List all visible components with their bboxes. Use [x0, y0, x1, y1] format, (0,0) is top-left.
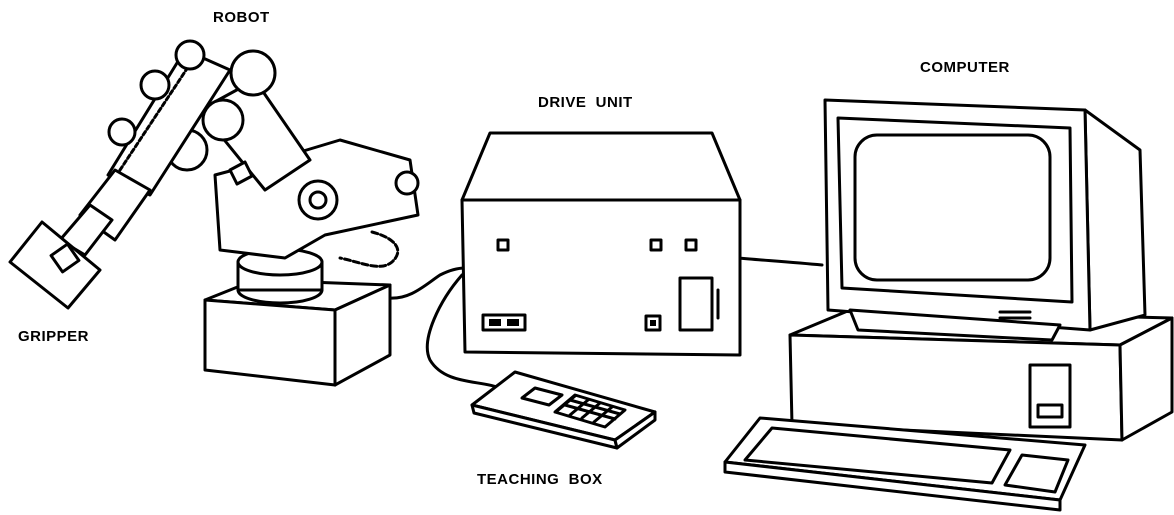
drive-to-computer-cable	[736, 256, 824, 267]
computer	[723, 98, 1174, 512]
drive-connector-pin-1	[489, 319, 501, 326]
keypad-col-line-4	[592, 405, 614, 424]
computer-drive-slot	[1036, 403, 1064, 419]
robot-chain-wheel-2	[139, 69, 171, 101]
drive-connector	[481, 313, 527, 332]
drive-switch-inner	[650, 320, 656, 326]
teaching-box-label: TEACHING BOX	[477, 471, 603, 488]
drive-led-3	[684, 238, 698, 252]
robot-rear-hub	[394, 170, 420, 196]
drive-unit-front	[460, 198, 742, 357]
robot-chain-wheel-1	[174, 39, 206, 71]
keypad-col-line-3	[580, 401, 602, 420]
keyboard-front	[723, 460, 1062, 512]
robot-shoulder-hub-inner	[308, 190, 328, 210]
robot-elbow-hub-2	[201, 98, 245, 142]
keypad-col-line-2	[568, 398, 590, 417]
teaching-box-side	[613, 410, 657, 450]
computer-case-side	[1118, 316, 1174, 442]
robot-base-side	[333, 283, 392, 387]
robot-arm-window	[228, 160, 254, 186]
keyboard-numpad	[1003, 453, 1070, 494]
drive-led-2	[649, 238, 663, 252]
drive-slot	[678, 276, 714, 332]
robot-gripper	[8, 220, 102, 310]
robot-label: ROBOT	[213, 9, 270, 26]
monitor-stand	[848, 308, 1062, 342]
robot-elbow-hub	[229, 49, 277, 97]
drive-connector-pin-2	[507, 319, 519, 326]
drive-unit-top	[460, 131, 742, 202]
robot-to-drive-cable	[386, 266, 467, 300]
computer-label: COMPUTER	[920, 59, 1010, 76]
cables	[338, 230, 824, 390]
keyboard-keys	[743, 426, 1012, 485]
robot-internal-cable	[338, 230, 400, 268]
teaching-box	[470, 370, 657, 450]
gripper-label: GRIPPER	[18, 328, 90, 345]
drive-unit	[460, 131, 742, 357]
monitor-back	[1083, 108, 1147, 332]
drive-led-1	[496, 238, 510, 252]
keypad-col-line-1	[555, 394, 577, 413]
teaching-box-keypad	[553, 393, 627, 429]
drive-unit-label: DRIVE UNIT	[538, 94, 633, 111]
robot	[8, 39, 420, 387]
monitor-screen	[853, 133, 1052, 282]
teaching-box-display	[520, 386, 564, 407]
robot-base-front	[203, 298, 337, 387]
robot-chain-wheel-3	[107, 117, 137, 147]
robot-chain	[118, 50, 200, 172]
robot-gripper-finger	[49, 242, 81, 274]
drive-to-teaching-box-cable	[425, 273, 502, 390]
